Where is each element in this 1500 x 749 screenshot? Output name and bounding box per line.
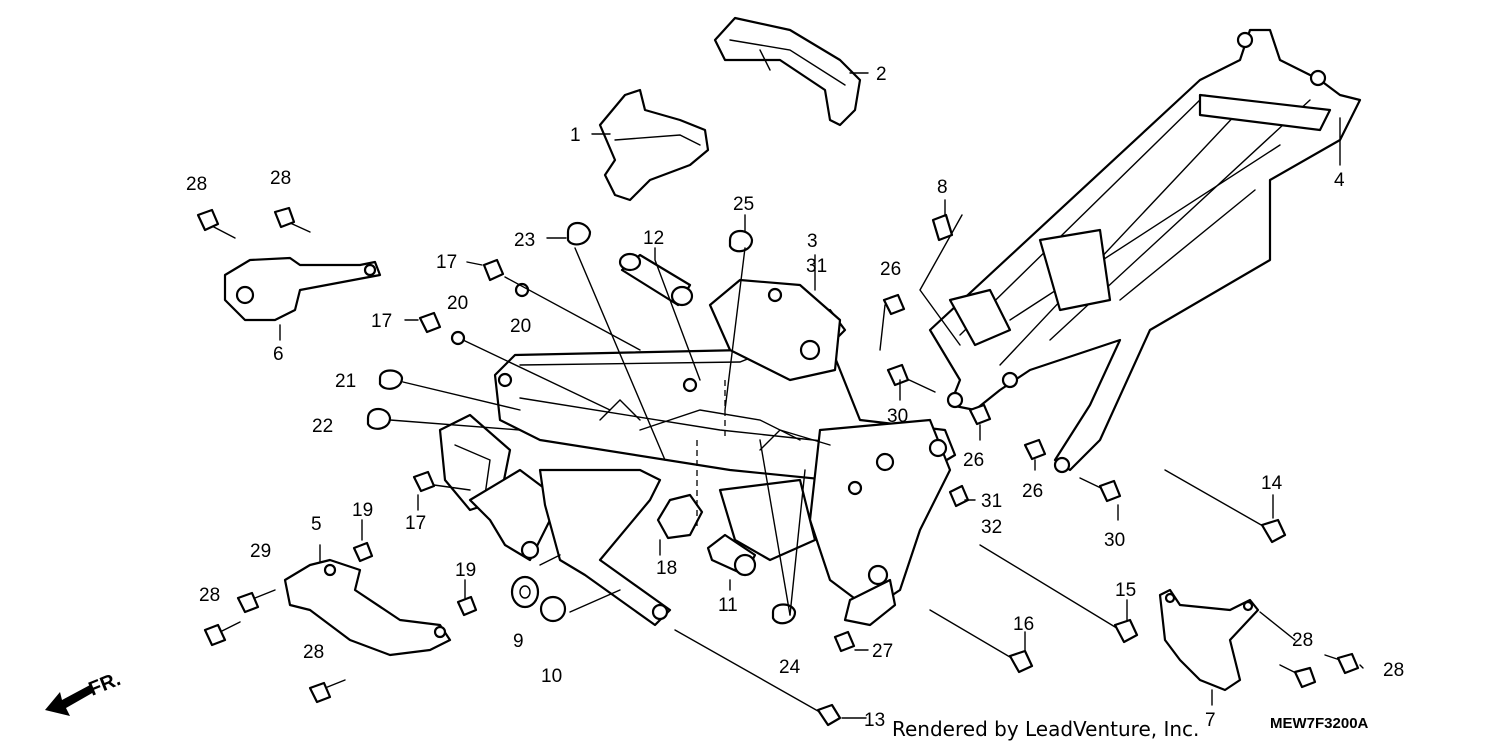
part-17-nut-a[interactable] (482, 258, 530, 298)
part-13-long-bolt[interactable] (674, 629, 842, 727)
callout-26b: 26 (963, 450, 984, 471)
part-19-nut-a[interactable] (352, 541, 374, 563)
part-17-nut-b[interactable] (418, 311, 466, 346)
callout-12: 12 (643, 228, 664, 249)
part-23-clamp[interactable] (566, 221, 592, 246)
part-9-bushing[interactable] (510, 575, 540, 609)
callout-28b: 28 (270, 168, 291, 189)
callout-numbers: 1 2 3 4 5 6 7 8 9 10 11 12 13 14 15 16 1… (186, 64, 1404, 731)
part-26-nut-c[interactable] (1023, 438, 1047, 461)
part-10-bushing[interactable] (539, 595, 567, 623)
part-26-nut-a[interactable] (882, 293, 906, 316)
callout-15: 15 (1115, 580, 1136, 601)
callout-29: 29 (250, 541, 271, 562)
callout-26a: 26 (880, 259, 901, 280)
rear-subframe[interactable] (928, 28, 1362, 474)
callout-28a: 28 (186, 174, 207, 195)
part-12-spacer[interactable] (618, 252, 694, 307)
callout-23: 23 (514, 230, 535, 251)
callout-32: 32 (981, 517, 1002, 538)
callout-17a: 17 (436, 252, 457, 273)
part-27-nut[interactable] (833, 630, 856, 653)
leader-lines (279, 72, 1364, 719)
part-28-bolt-f[interactable] (1324, 652, 1360, 675)
callout-20b: 20 (510, 316, 531, 337)
callout-9: 9 (513, 631, 524, 652)
part-18-collar[interactable] (656, 493, 704, 540)
callout-3: 3 (807, 231, 818, 252)
part-30-bolt-b[interactable] (1079, 477, 1122, 503)
part-28-bolt-c[interactable] (203, 621, 241, 647)
callout-28e: 28 (1292, 630, 1313, 651)
part-28-bolt-b[interactable] (273, 206, 311, 233)
part-15-long-bolt[interactable] (979, 544, 1139, 644)
part-2-cover[interactable] (713, 16, 862, 127)
callout-6: 6 (273, 344, 284, 365)
callout-10: 10 (541, 666, 562, 687)
callout-4: 4 (1334, 170, 1345, 191)
callout-18: 18 (656, 558, 677, 579)
callout-19b: 19 (455, 560, 476, 581)
callout-11: 11 (718, 595, 738, 616)
part-22-clamp[interactable] (366, 407, 392, 430)
part-29-bolt[interactable] (236, 589, 276, 614)
callout-25: 25 (733, 194, 754, 215)
callout-17b: 17 (371, 311, 392, 332)
part-17-nut-c[interactable] (412, 470, 436, 493)
part-25-clamp[interactable] (728, 229, 754, 253)
part-5-bracket[interactable] (283, 558, 452, 657)
part-26-nut-b[interactable] (968, 403, 992, 426)
part-8-nut[interactable] (931, 213, 954, 242)
front-direction-arrow: FR. (45, 668, 124, 716)
callout-8: 8 (937, 177, 948, 198)
callout-30a: 30 (887, 406, 908, 427)
part-28-bolt-d[interactable] (308, 679, 346, 704)
main-frame[interactable] (438, 278, 957, 627)
callout-13: 13 (864, 710, 885, 731)
part-16-long-bolt[interactable] (929, 609, 1034, 674)
callout-17c: 17 (405, 513, 426, 534)
callout-26c: 26 (1022, 481, 1043, 502)
callout-30b: 30 (1104, 530, 1125, 551)
part-7-bracket[interactable] (1158, 588, 1260, 692)
part-19-nut-b[interactable] (456, 595, 478, 617)
watermark-text: Rendered by LeadVenture, Inc. (892, 717, 1199, 741)
direction-label: FR. (86, 668, 124, 700)
callout-5: 5 (311, 514, 322, 535)
part-6-bracket[interactable] (223, 256, 382, 322)
callout-24: 24 (779, 657, 801, 678)
callout-28d: 28 (303, 642, 324, 663)
callout-20a: 20 (447, 293, 468, 314)
callout-31a: 31 (981, 491, 1002, 512)
part-28-bolt-a[interactable] (196, 208, 236, 239)
diagram-code: MEW7F3200A (1270, 715, 1369, 732)
part-30-bolt-a[interactable] (886, 363, 936, 393)
callout-1: 1 (570, 125, 581, 146)
callout-19a: 19 (352, 500, 373, 521)
callout-2: 2 (876, 64, 887, 85)
callout-22: 22 (312, 416, 333, 437)
part-11-spacer[interactable] (706, 533, 757, 577)
part-14-long-bolt[interactable] (1164, 469, 1287, 544)
callout-31b: 31 (806, 256, 827, 277)
part-28-bolt-e[interactable] (1279, 664, 1317, 689)
part-24-clamp[interactable] (771, 603, 797, 625)
callout-28c: 28 (199, 585, 220, 606)
callout-16: 16 (1013, 614, 1034, 635)
part-1-cover[interactable] (598, 88, 710, 202)
callout-14: 14 (1261, 473, 1283, 494)
callout-21: 21 (335, 371, 356, 392)
part-21-clamp[interactable] (378, 369, 404, 390)
callout-7: 7 (1205, 710, 1216, 731)
callout-27: 27 (872, 641, 893, 662)
callout-28f: 28 (1383, 660, 1404, 681)
part-31-clip[interactable] (948, 484, 970, 508)
